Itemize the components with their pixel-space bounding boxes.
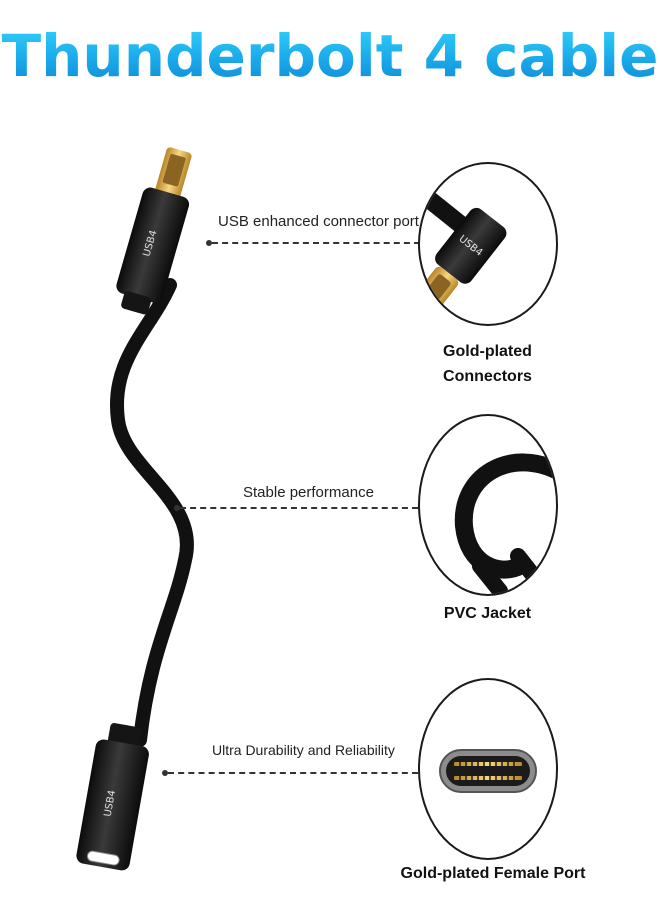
- callout-performance-label: Stable performance: [243, 484, 374, 501]
- detail-circle-pvc: [418, 414, 558, 596]
- callout-performance-line: [180, 507, 418, 509]
- callout-connector-dot: [206, 240, 212, 246]
- detail-circle-female-port: [418, 678, 558, 860]
- page-title: Thunderbolt 4 cable: [1, 22, 659, 90]
- detail-circle-connector: USB4: [418, 162, 558, 326]
- callout-durability-dot: [162, 770, 168, 776]
- top-plug: USB4: [116, 147, 192, 315]
- female-port-closeup-image: [439, 749, 537, 793]
- female-connector: USB4: [76, 723, 149, 871]
- caption-female-port: Gold-plated Female Port: [400, 865, 586, 882]
- caption-gold-connectors: Gold-plated Connectors: [420, 339, 555, 389]
- callout-durability-line: [168, 772, 418, 774]
- caption-pvc-jacket: PVC Jacket: [443, 605, 532, 622]
- caption-gold-connectors-line1: Gold-plated: [443, 343, 532, 360]
- callout-connector-label: USB enhanced connector port: [218, 213, 419, 230]
- callout-durability-label: Ultra Durability and Reliability: [212, 742, 395, 758]
- pvc-closeup-image: [454, 453, 556, 594]
- connector-closeup-image: USB4: [420, 180, 507, 310]
- callout-connector-line: [212, 242, 420, 244]
- callout-performance-dot: [174, 505, 180, 511]
- female-label: USB4: [103, 789, 119, 817]
- caption-gold-connectors-line2: Connectors: [443, 368, 532, 385]
